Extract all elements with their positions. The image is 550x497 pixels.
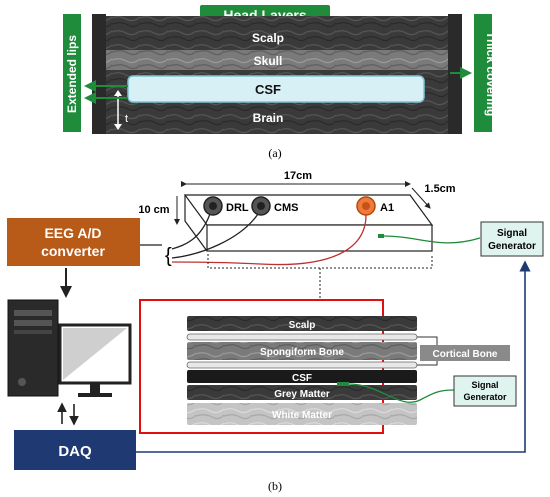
thickness-label: t bbox=[125, 113, 128, 125]
zoom-csf-layer bbox=[187, 370, 417, 383]
zoom-scalp-layer bbox=[187, 316, 417, 331]
height-label: 10 cm bbox=[138, 204, 169, 216]
electrode-cms: CMS bbox=[251, 196, 298, 216]
drl-label: DRL bbox=[226, 202, 249, 214]
zoom-spongiform-layer bbox=[187, 342, 417, 360]
zoom-grey-matter-label: Grey Matter bbox=[274, 389, 330, 400]
csf-label: CSF bbox=[255, 82, 281, 97]
scalp-label: Scalp bbox=[252, 31, 284, 45]
cortical-bone-label: Cortical Bone bbox=[432, 349, 497, 360]
signal-generator-top bbox=[480, 221, 544, 257]
phantom-top bbox=[183, 194, 434, 226]
electrode-a1: A1 bbox=[356, 196, 394, 216]
zoom-scalp-label: Scalp bbox=[289, 320, 316, 331]
electrode-drl: DRL bbox=[203, 196, 249, 216]
zoom-white-matter-label: White Matter bbox=[272, 410, 332, 421]
length-label: 17cm bbox=[284, 170, 312, 182]
width-dimension bbox=[411, 187, 431, 209]
extended-lips-box bbox=[63, 14, 81, 132]
thick-covering-box bbox=[474, 14, 492, 132]
daq-label: DAQ bbox=[58, 443, 92, 460]
a1-label: A1 bbox=[380, 202, 394, 214]
eeg-converter-box bbox=[7, 218, 140, 266]
caption-a: (a) bbox=[268, 146, 281, 160]
zoom-white-matter-layer bbox=[187, 403, 417, 425]
cms-label: CMS bbox=[274, 202, 298, 214]
skull-label: Skull bbox=[254, 54, 283, 68]
brain-label: Brain bbox=[253, 111, 284, 125]
caption-b: (b) bbox=[268, 479, 282, 493]
zoom-spongiform-label: Spongiform Bone bbox=[260, 347, 344, 358]
zoom-csf-label: CSF bbox=[292, 373, 312, 384]
converter-line-1: EEG A/D bbox=[44, 225, 101, 241]
zoom-grey-matter-layer bbox=[187, 385, 417, 400]
skull-layer bbox=[106, 50, 448, 70]
signal-generator-mid bbox=[453, 375, 517, 407]
extended-lips-label: Extended lips bbox=[65, 35, 79, 113]
width-label: 1.5cm bbox=[424, 183, 455, 195]
converter-line-2: converter bbox=[41, 243, 105, 259]
computer-icon bbox=[7, 299, 132, 397]
sg-top-line-1: Signal bbox=[497, 228, 527, 239]
phantom-front bbox=[206, 224, 433, 252]
panel-a: Head Layers Scalp Skull CSF Brain t Exte… bbox=[63, 5, 498, 160]
brain-layer bbox=[106, 106, 448, 130]
sg-mid-line-2: Generator bbox=[463, 392, 507, 402]
panel-b: 17cm 1.5cm 10 cm DRL CMS A1 { bbox=[7, 170, 544, 493]
sg-mid-line-1: Signal bbox=[471, 380, 498, 390]
scalp-layer bbox=[106, 28, 448, 46]
thick-covering-label: Thick covering bbox=[484, 32, 498, 117]
daq-box bbox=[14, 430, 136, 470]
csf-layer bbox=[127, 75, 425, 103]
cortical-bone-box bbox=[420, 345, 510, 361]
left-wall bbox=[92, 14, 106, 134]
cable-brace: { bbox=[165, 245, 172, 267]
daq-to-generator-line bbox=[136, 260, 531, 453]
sg-top-line-2: Generator bbox=[488, 241, 536, 252]
